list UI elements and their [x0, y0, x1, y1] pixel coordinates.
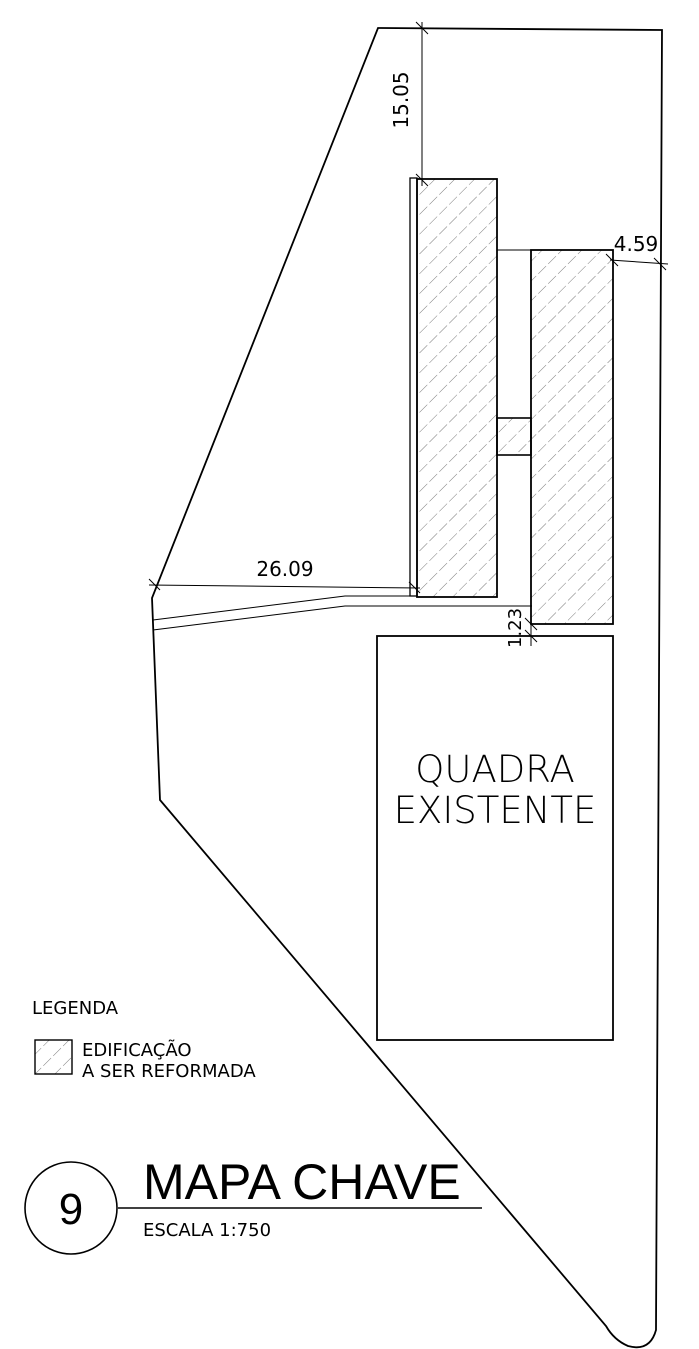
dimension-top-setback-label: 15.05	[389, 71, 413, 128]
site-boundary	[151, 27, 663, 1349]
drawing-scale: ESCALA 1:750	[143, 1220, 271, 1241]
dimension-gap	[524, 600, 538, 646]
access-road	[152, 595, 532, 631]
connector-walkway	[496, 417, 532, 456]
drawing-title: MAPA CHAVE	[143, 1154, 461, 1210]
dimension-gap-label: 1.23	[505, 608, 526, 648]
building-left	[409, 177, 498, 598]
existing-court	[376, 635, 614, 1041]
drawing-number-circle	[24, 1161, 118, 1255]
legend-item-line2: A SER REFORMADA	[82, 1061, 256, 1082]
legend-hatch-swatch	[34, 1039, 73, 1075]
legend-item-line1: EDIFICAÇÃO	[82, 1039, 192, 1061]
dimension-right-setback-label: 4.59	[614, 232, 659, 256]
building-right	[530, 249, 614, 625]
court-label-line1: QUADRA	[415, 748, 575, 791]
dimension-left-distance-label: 26.09	[256, 557, 313, 581]
drawing-number: 9	[59, 1185, 83, 1234]
court-label-line2: EXISTENTE	[394, 789, 597, 832]
dimension-left-distance	[148, 578, 421, 594]
legend-title: LEGENDA	[32, 998, 119, 1019]
dimension-top-setback	[378, 21, 429, 187]
dimension-right-setback	[605, 253, 669, 271]
